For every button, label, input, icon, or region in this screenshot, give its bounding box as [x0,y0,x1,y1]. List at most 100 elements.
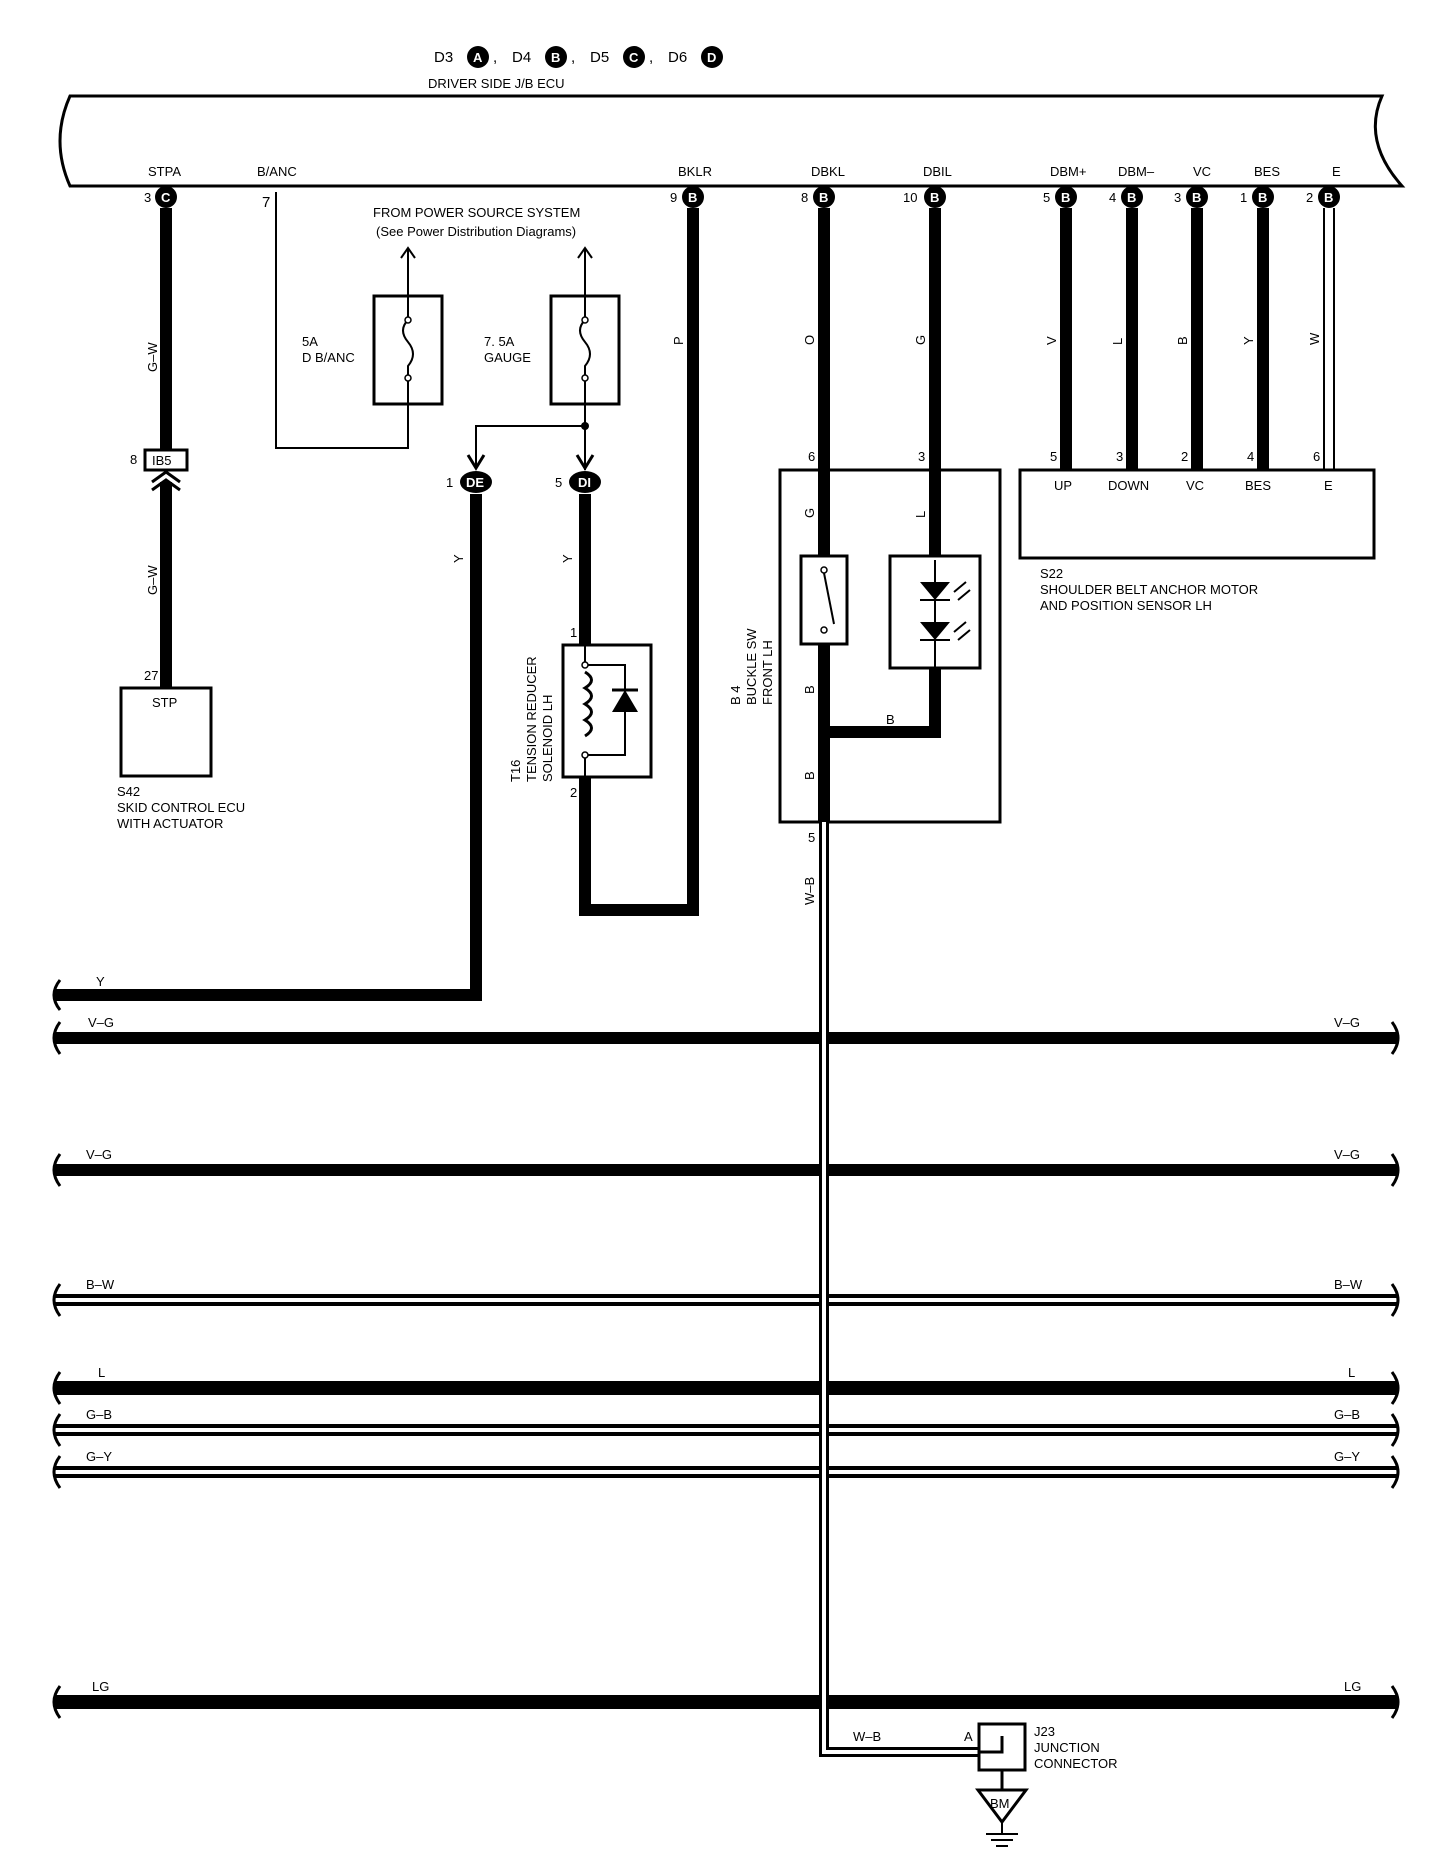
wire-label-bes: Y [1241,336,1256,345]
conn-circle-b [545,46,567,68]
bus-l-right: L [1348,1365,1355,1380]
wire-label-dbkl: O [802,335,817,345]
ground-circuit: W–B W–B A J23 JUNCTION CONNECTOR BM [802,822,1118,1847]
conn-letter-a: A [473,50,483,65]
svg-text:,: , [649,49,653,66]
pin-circle-bklr [682,186,704,208]
bus-gy-right: G–Y [1334,1449,1360,1464]
bus-l-left: L [98,1365,105,1380]
pin-circle-vc [1186,186,1208,208]
ground-triangle [975,1788,1029,1825]
wire-label-dbm-minus: L [1110,338,1125,345]
pin-label-vc: VC [1193,164,1211,179]
ecu-pin-labels: STPA B/ANC BKLR DBKL DBIL DBM+ DBM– VC B… [148,164,1341,179]
t16-line1: TENSION REDUCER [524,656,539,782]
s22-pin-1: 5 [1050,449,1057,464]
fuse2-rating: 7. 5A [484,334,515,349]
pin-circle-dbkl [813,186,835,208]
ib5-chevron [151,470,181,492]
s22-box [1018,468,1376,560]
t16-diode [612,690,638,712]
pin-label-stpa: STPA [148,164,181,179]
s22-component: V L B Y W 5 3 2 4 6 UP DOWN VC BES E S22… [1018,208,1376,613]
pin-label-dbkl: DBKL [811,164,845,179]
pin-circle-dbm-minus [1121,186,1143,208]
pin-label-e: E [1332,164,1341,179]
pin-circle-bes [1252,186,1274,208]
bus-vg2-left: V–G [86,1147,112,1162]
header-connectors: D3 A , D4 B , D5 C , D6 D DRIVER SIDE J/… [428,46,723,91]
pin-conn-dbm-minus: B [1127,190,1136,205]
conn-circle-d [701,46,723,68]
wire-wb [819,822,988,1757]
pin-circle-dbil [924,186,946,208]
fuse2-name: GAUGE [484,350,531,365]
ib5-pin: 8 [130,452,137,467]
pin-conn-dbkl: B [819,190,828,205]
conn-prefix-d6: D6 [668,49,687,66]
pin-num-dbm-minus: 4 [1109,190,1116,205]
t16-coil [582,670,593,738]
b4-pin-l: 3 [918,449,925,464]
de-pin: 1 [446,475,453,490]
bus-gb-left: G–B [86,1407,112,1422]
bus-y-break [52,979,62,1011]
bus-y-label: Y [96,974,105,989]
fuse1-rating: 5A [302,334,318,349]
fuse1-name: D B/ANC [302,350,355,365]
b4-component: O G 6 3 G L B B B 5 B 4 BUCKLE SW FRONT … [728,208,1002,845]
pin-conn-stpa: C [161,190,171,205]
pin-label-banc: B/ANC [257,164,297,179]
wire-label-bklr: P [671,336,686,345]
ecu-pin-numbers: 3 C 7 9 B 8 B 10 B 5 B 4 B 3 B 1 B 2 B [144,186,1340,211]
ib5-name: IB5 [152,453,172,468]
wire-label-e: W [1307,332,1322,345]
t16-pin-bottom: 2 [570,785,577,800]
wire-label-buckle-l: L [913,511,928,518]
s22-line1: SHOULDER BELT ANCHOR MOTOR [1040,582,1258,597]
bus-bw-right: B–W [1334,1277,1363,1292]
s22-terminal-e: E [1324,478,1333,493]
wire-label-ground: W–B [853,1729,881,1744]
j23-line2: CONNECTOR [1034,1756,1118,1771]
svg-text:,: , [493,49,497,66]
conn-prefix-d5: D5 [590,49,609,66]
bus-lines: Y V–G V–G V–G V–G B–W B–W L L G–B G–B [52,974,1400,1719]
s22-terminal-vc: VC [1186,478,1204,493]
s22-line2: AND POSITION SENSOR LH [1040,598,1212,613]
s42-pin: 27 [144,668,158,683]
pin-conn-dbm-plus: B [1061,190,1070,205]
conn-letter-d: D [707,50,716,65]
wire-label-buckle-b2: B [886,712,895,727]
pin-num-bklr: 9 [670,190,677,205]
s22-terminal-up: UP [1054,478,1072,493]
pin-num-e: 2 [1306,190,1313,205]
bus-lg-left: LG [92,1679,109,1694]
s42-line1: SKID CONTROL ECU [117,800,245,815]
de-name: DE [466,475,484,490]
s22-pin-4: 4 [1247,449,1254,464]
wire-label-dbm-plus: V [1044,336,1059,345]
wire-label-dbil: G [913,335,928,345]
pin-num-bes: 1 [1240,190,1247,205]
pin-num-dbil: 10 [903,190,917,205]
s42-code: S42 [117,784,140,799]
power-title: FROM POWER SOURCE SYSTEM [373,205,580,220]
wire-label-buckle-g: G [802,508,817,518]
power-section: FROM POWER SOURCE SYSTEM (See Power Dist… [55,192,621,1001]
wire-label-buckle-b3: B [802,771,817,780]
j23-line1: JUNCTION [1034,1740,1100,1755]
s42-line2: WITH ACTUATOR [117,816,223,831]
fuse2-element [579,296,591,404]
b4-pin-out: 5 [808,830,815,845]
b4-led1 [920,582,950,600]
s42-box [119,686,213,778]
ecu-name: DRIVER SIDE J/B ECU [428,76,565,91]
pin-label-bklr: BKLR [678,164,712,179]
t16-code: T16 [508,760,523,782]
wire-banc [275,192,409,449]
stpa-circuit: G–W 8 IB5 G–W 27 STP S42 SKID CONTROL EC… [117,208,245,831]
wire-label-buckle-out: W–B [802,877,817,905]
b4-pin-g: 6 [808,449,815,464]
